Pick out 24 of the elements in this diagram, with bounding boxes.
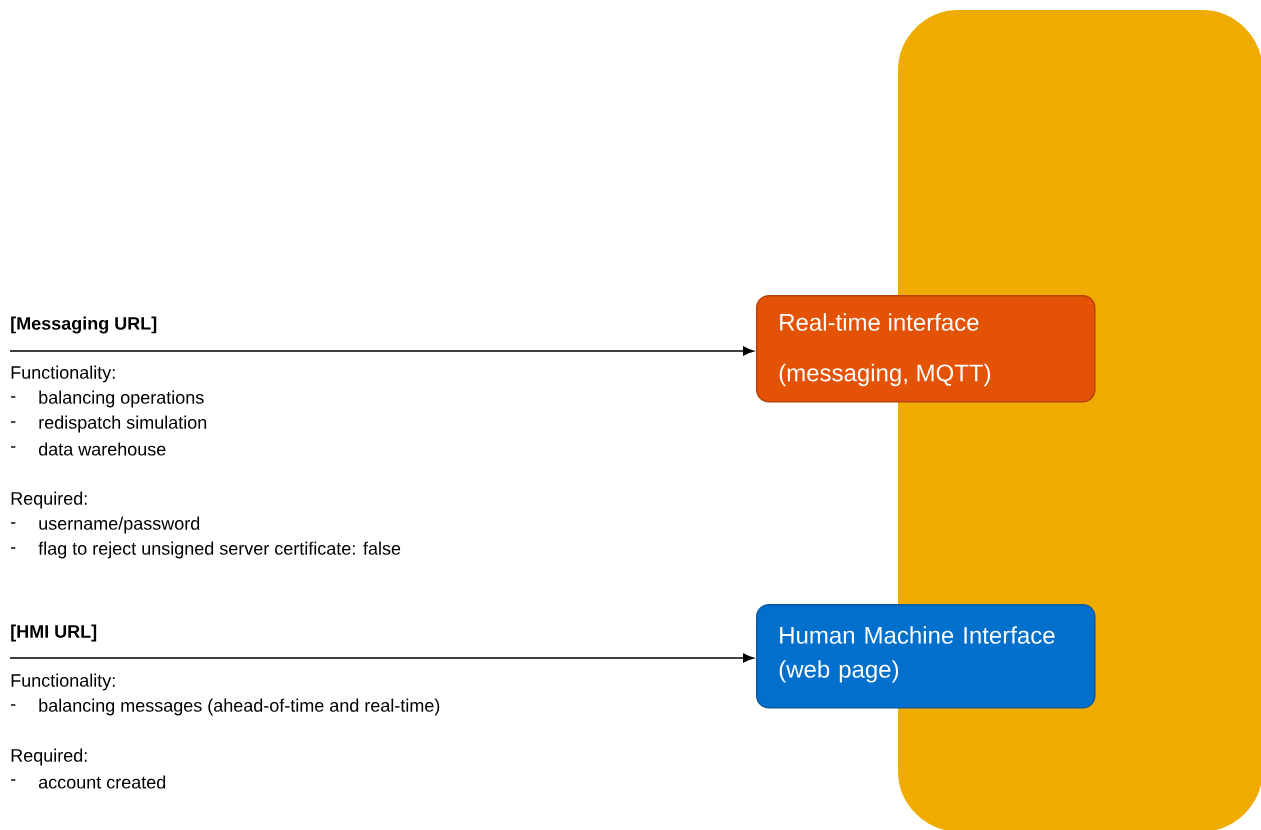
interface-box: Human Machine Interface (web page)	[756, 604, 1096, 709]
label-text: -	[11, 446, 16, 448]
heading-text: [HMI URL]	[11, 624, 97, 642]
label-text: flag to reject unsigned server certificate: false	[38, 541, 401, 559]
label-text: Functionality:	[11, 365, 115, 383]
label-text: username/password	[39, 516, 200, 534]
label-text: -	[11, 779, 16, 781]
label-text: balancing operations	[39, 390, 204, 408]
label-text: data warehouse	[38, 442, 166, 456]
label-text: Required:	[11, 748, 87, 766]
label-text: -	[11, 396, 16, 398]
label-text: -	[11, 704, 16, 706]
label-text: -	[11, 522, 16, 524]
arrow	[9, 346, 755, 356]
label-text: account created	[38, 775, 166, 789]
arrow	[9, 653, 755, 663]
interface-box: Real-time interface (messaging, MQTT)	[756, 295, 1096, 403]
label-text: Required:	[11, 491, 87, 509]
label-text: -	[11, 421, 16, 423]
label-text: Functionality:	[11, 673, 115, 691]
label-text: redispatch simulation	[39, 415, 207, 433]
heading-text: [Messaging URL]	[11, 316, 157, 334]
label-text: balancing messages (ahead-of-time and real-time)	[39, 698, 440, 716]
label-text: -	[11, 547, 16, 549]
